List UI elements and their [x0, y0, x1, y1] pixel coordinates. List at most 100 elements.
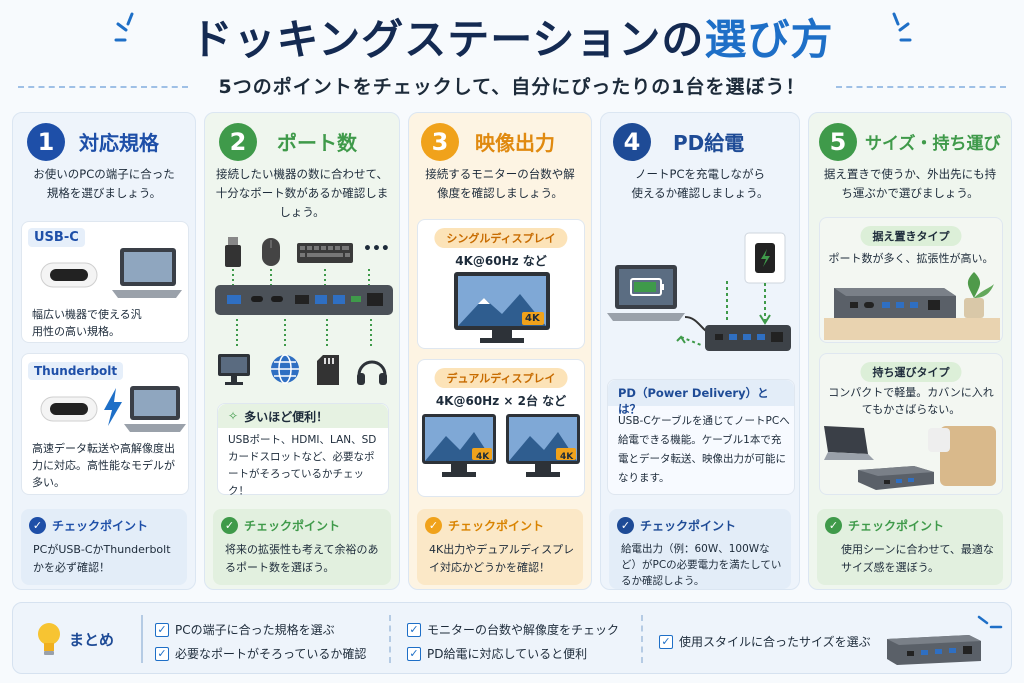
section-video-output: 3 映像出力 接続するモニターの台数や解像度を確認しましょう。 シングルディスプ… — [408, 112, 592, 590]
checkpoint-body: 給電出力（例：60W、100Wなど）がPCの必要電力を満たしているか確認しよう。 — [621, 543, 782, 587]
pd-info-body: USB-Cケーブルを通じてノートPCへ給電できる機能。ケーブル1本で充電とデータ… — [618, 415, 790, 484]
keyboard-icon — [297, 243, 353, 263]
section-ports: 2 ポート数 接続したい機器の数に合わせて、十分なポート数があるか確認しましょう… — [204, 112, 400, 590]
summary-label: まとめ — [69, 631, 115, 649]
single-display-card: シングルディスプレイ 4K@60Hz など 4K — [417, 219, 585, 349]
badge-4k: 4K — [560, 452, 574, 462]
connector-lines-top — [232, 269, 370, 287]
mouse-icon — [262, 238, 280, 266]
dual-display-spec: 4K@60Hz × 2台 など — [435, 394, 567, 408]
section-desc: 接続するモニターの台数や解像度を確認しましょう。 — [425, 167, 575, 200]
sparkle-icon: ✧ — [228, 409, 239, 423]
dock-ports-icon — [215, 285, 393, 315]
checkpoint-title: チェックポイント — [848, 519, 945, 533]
section-size-portability: 5 サイズ・持ち運び 据え置きで使うか、外出先にも持ち運ぶかで選びましょう。 据… — [808, 112, 1012, 590]
laptop-icon — [124, 386, 186, 432]
section-desc: 据え置きで使うか、外出先にも持ち運ぶかで選びましょう。 — [823, 167, 997, 200]
dual-display-label: デュアルディスプレイ — [434, 368, 568, 388]
checkpoint-box: ✓チェックポイント PCがUSB-CかThunderboltかを必ず確認！ — [21, 509, 187, 585]
portable-type-label: 持ち運びタイプ — [860, 362, 962, 382]
checkpoint-box: ✓ チェックポイント 将来の拡張性も考えて余裕のあるポート数を選ぼう。 — [213, 509, 391, 585]
section-number: 5 — [819, 123, 857, 161]
globe-lan-icon — [271, 354, 299, 384]
dual-monitor-icon — [422, 414, 580, 477]
pd-charging-illustration — [607, 232, 791, 351]
checkpoint-title: チェックポイント — [448, 519, 545, 533]
summary-item: ✓PCの端子に合った規格を選ぶ — [155, 621, 335, 638]
page-title: ドッキングステーションの選び方 — [190, 15, 834, 64]
desktop-type-label: 据え置きタイプ — [860, 226, 962, 246]
usbc-desc: 幅広い機器で使える汎用性の高い規格。 — [32, 308, 142, 338]
pd-info-card: PD（Power Delivery）とは？ USB-Cケーブルを通じてノートPC… — [607, 379, 795, 495]
tip-body: USBポート、HDMI、LAN、SDカードスロットなど、必要なポートがそろってい… — [228, 434, 377, 497]
summary-bar: まとめ ✓PCの端子に合った規格を選ぶ ✓必要なポートがそろっているか確認 ✓モ… — [12, 602, 1012, 674]
check-circle-icon: ✓ — [825, 517, 842, 534]
portable-dock-icon — [824, 426, 996, 490]
section-title: ポート数 — [277, 131, 357, 155]
monitor-4k-icon — [454, 272, 550, 343]
usbc-card: USB-C 幅広い機器で使える汎用性の高い規格。 — [21, 221, 189, 343]
dual-display-card: デュアルディスプレイ 4K@60Hz × 2台 など 4K 4K — [417, 359, 585, 497]
lightning-bolt-icon — [104, 388, 122, 426]
desktop-type-desc: ポート数が多く、拡張性が高い。 — [828, 252, 994, 265]
section-number: 1 — [27, 123, 65, 161]
section-number: 4 — [613, 123, 651, 161]
checkbox-icon: ✓ — [155, 622, 169, 637]
section-desc: 接続したい機器の数に合わせて、十分なポート数があるか確認しましょう。 — [215, 167, 389, 219]
dock-device-icon — [887, 615, 1003, 665]
desktop-dock-icon — [824, 272, 1000, 340]
section-number: 2 — [219, 123, 257, 161]
checkpoint-body: 4K出力やデュアルディスプレイ対応かどうかを確認！ — [429, 543, 575, 574]
page-subtitle: 5つのポイントをチェックして、自分にぴったりの1台を選ぼう！ — [218, 76, 806, 98]
section-desc: ノートPCを充電しながら使えるか確認しましょう。 — [631, 167, 769, 200]
summary-item: ✓必要なポートがそろっているか確認 — [155, 645, 366, 662]
section-desc: お使いのPCの端子に合った規格を選びましょう。 — [33, 167, 175, 200]
section-title: サイズ・持ち運び — [865, 134, 1001, 154]
usbc-label: USB-C — [28, 228, 85, 247]
checkpoint-title: チェックポイント — [244, 519, 341, 533]
section-compatibility: 1 対応規格 お使いのPCの端子に合った規格を選びましょう。 USB-C 幅広い… — [12, 112, 196, 590]
checkpoint-body: PCがUSB-CかThunderboltかを必ず確認！ — [33, 543, 171, 574]
thunderbolt-port-icon — [40, 396, 98, 422]
check-circle-icon: ✓ — [425, 517, 442, 534]
more-dots: ••• — [363, 241, 390, 257]
portable-type-card: 持ち運びタイプ コンパクトで軽量。カバンに入れてもかさばらない。 — [819, 353, 1003, 495]
checkpoint-title: チェックポイント — [52, 519, 149, 533]
connector-lines-bottom — [236, 319, 372, 347]
thunderbolt-desc: 高速データ転送や高解像度出力に対応。高性能なモデルが多い。 — [32, 442, 175, 489]
checkpoint-box: ✓ チェックポイント 給電出力（例：60W、100Wなど）がPCの必要電力を満たし… — [609, 509, 791, 589]
thunderbolt-label: Thunderbolt — [28, 362, 124, 380]
lightbulb-icon — [38, 623, 60, 655]
check-circle-icon: ✓ — [221, 517, 238, 534]
sparkle-left-icon — [114, 12, 134, 42]
checkpoint-body: 将来の拡張性も考えて余裕のあるポート数を選ぼう。 — [225, 543, 379, 574]
sd-card-icon — [317, 355, 339, 385]
monitor-icon — [218, 354, 250, 385]
checkbox-icon: ✓ — [155, 646, 169, 661]
checkbox-icon: ✓ — [659, 634, 673, 649]
checkpoint-body: 使用シーンに合わせて、最適なサイズ感を選ぼう。 — [841, 543, 994, 574]
section-title: 映像出力 — [475, 131, 555, 155]
badge-4k: 4K — [476, 452, 490, 462]
laptop-icon — [112, 248, 182, 298]
checkbox-icon: ✓ — [407, 646, 421, 661]
section-title: 対応規格 — [79, 131, 159, 155]
checkpoint-title: チェックポイント — [640, 519, 737, 533]
summary-item: ✓PD給電に対応していると便利 — [407, 645, 587, 662]
summary-item: ✓モニターの台数や解像度をチェック — [407, 621, 619, 638]
section-power-delivery: 4 PD給電 ノートPCを充電しながら使えるか確認しましょう。 PD（Power… — [600, 112, 800, 590]
sparkle-right-icon — [892, 12, 912, 42]
checkpoint-box: ✓ チェックポイント 4K出力やデュアルディスプレイ対応かどうかを確認！ — [417, 509, 583, 585]
summary-item: ✓使用スタイルに合ったサイズを選ぶ — [659, 633, 871, 650]
single-display-label: シングルディスプレイ — [434, 228, 568, 248]
usbc-port-icon — [40, 262, 98, 288]
headphones-icon — [357, 360, 387, 385]
badge-4k: 4K — [525, 313, 540, 324]
tip-title: 多いほど便利！ — [244, 409, 329, 424]
tip-card: ✧ 多いほど便利！ USBポート、HDMI、LAN、SDカードスロットなど、必要な… — [217, 403, 389, 497]
pd-info-title: PD（Power Delivery）とは？ — [608, 380, 794, 416]
portable-type-desc: コンパクトで軽量。カバンに入れてもかさばらない。 — [828, 386, 994, 416]
section-number: 3 — [421, 123, 459, 161]
single-display-spec: 4K@60Hz など — [455, 254, 547, 268]
check-circle-icon: ✓ — [617, 517, 634, 534]
